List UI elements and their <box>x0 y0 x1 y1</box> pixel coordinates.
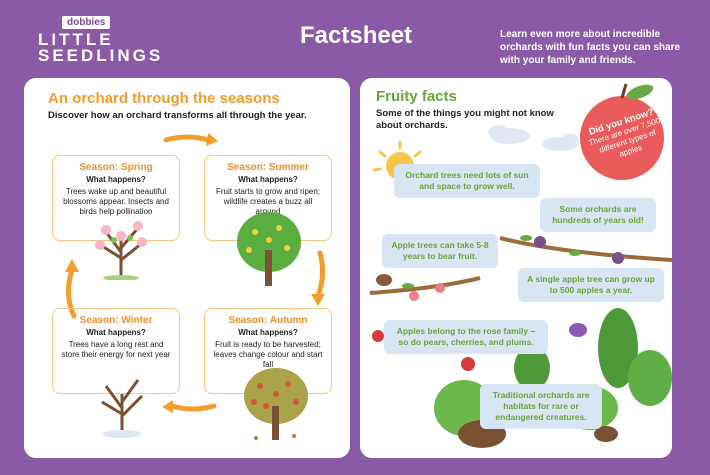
fact-card: Apples belong to the rose family – so do… <box>384 320 548 354</box>
fact-card: Orchard trees need lots of sun and space… <box>394 164 540 198</box>
brand-tag: dobbies <box>62 16 111 29</box>
intro-text: Learn even more about incredible orchard… <box>500 29 681 66</box>
fruity-facts-panel: Fruity facts Some of the things you migh… <box>360 78 672 458</box>
season-question: What happens? <box>86 175 146 184</box>
season-card-winter: Season: Winter What happens? Trees have … <box>52 308 180 394</box>
winter-tree-illustration <box>101 376 146 438</box>
season-title: Season: Winter <box>79 315 153 326</box>
apple-badge <box>580 83 664 180</box>
fact-card: Traditional orchards are habitats for ra… <box>480 384 602 429</box>
season-title: Season: Spring <box>79 162 153 173</box>
brand-logo: LITTLE SEEDLINGS <box>38 30 164 65</box>
fact-card: Apple trees can take 5-8 years to bear f… <box>382 234 498 268</box>
spring-tree-illustration <box>95 221 147 280</box>
season-question: What happens? <box>238 328 298 337</box>
seasons-subheading: Discover how an orchard transforms all t… <box>48 110 307 121</box>
season-title: Season: Summer <box>227 162 309 173</box>
season-text: Trees have a long rest and store their e… <box>61 340 171 359</box>
season-text: Fruit is ready to be harvested; leaves c… <box>213 340 323 369</box>
season-text: Trees wake up and beautiful blossoms app… <box>63 187 169 216</box>
brand-line-1: LITTLE <box>38 30 114 49</box>
summer-tree-illustration <box>237 212 301 286</box>
fact-card: A single apple tree can grow up to 500 a… <box>518 268 664 302</box>
seasons-heading: An orchard through the seasons <box>48 90 280 107</box>
seasons-panel: An orchard through the seasons Discover … <box>24 78 350 458</box>
facts-subheading: Some of the things you might not know ab… <box>376 108 554 131</box>
cycle-arrows <box>65 133 326 413</box>
orchard-scenery <box>369 125 672 448</box>
autumn-tree-illustration <box>244 368 308 440</box>
fact-card: Some orchards are hundreds of years old! <box>540 198 656 232</box>
season-title: Season: Autumn <box>228 315 308 326</box>
brand-line-2: SEEDLINGS <box>38 46 164 65</box>
page-title: Factsheet <box>300 22 413 49</box>
season-question: What happens? <box>86 328 146 337</box>
season-question: What happens? <box>238 175 298 184</box>
season-text: Fruit starts to grow and ripen; wildlife… <box>215 187 321 216</box>
facts-heading: Fruity facts <box>376 88 457 105</box>
